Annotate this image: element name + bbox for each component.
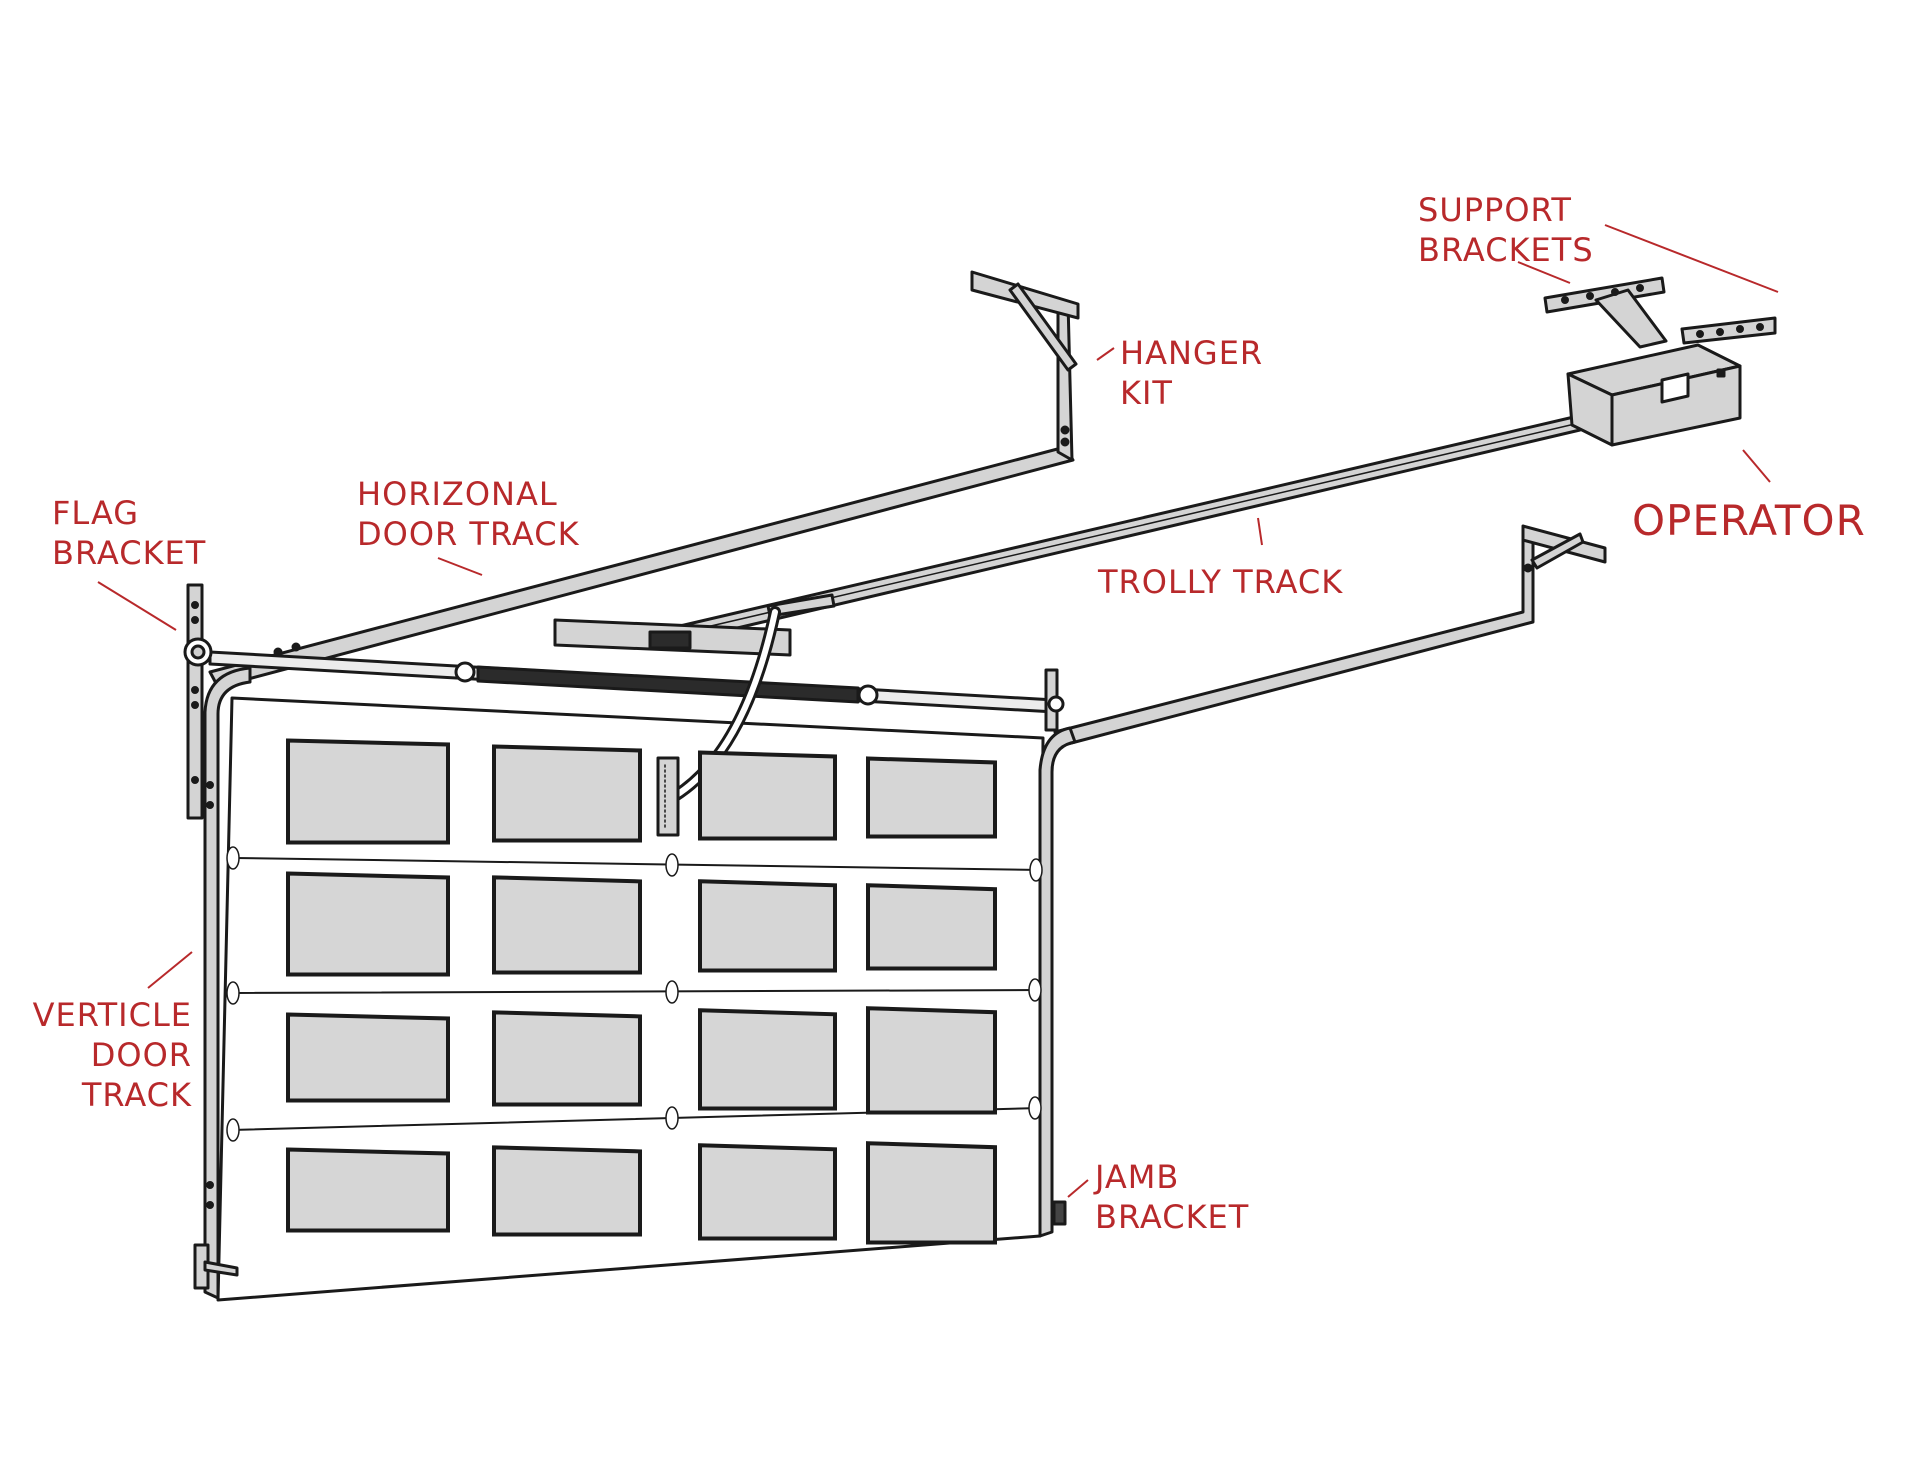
door-window-pane xyxy=(698,1008,837,1111)
door-window-pane xyxy=(698,750,837,841)
label-jamb-bracket: JAMB BRACKET xyxy=(1095,1157,1249,1237)
door-hinge xyxy=(1029,858,1043,882)
leader-horizontal-track xyxy=(437,557,483,576)
door-hinge xyxy=(226,1118,240,1142)
torsion-shaft xyxy=(208,650,1057,714)
label-vertical-door-track: VERTICLE DOOR TRACK xyxy=(33,995,192,1115)
label-horizontal-track-line1: HORIZONAL xyxy=(357,475,558,513)
door-window-pane xyxy=(866,1141,997,1245)
label-flag-bracket-line1: FLAG xyxy=(52,494,140,532)
label-horizontal-track-line2: DOOR TRACK xyxy=(357,515,580,553)
right-vertical-track xyxy=(1038,726,1077,1238)
door-window-pane xyxy=(492,744,642,843)
label-flag-bracket: FLAG BRACKET xyxy=(52,493,206,573)
door-window-pane xyxy=(492,1010,642,1107)
door-window-pane xyxy=(286,1012,450,1103)
flag-bracket-part xyxy=(183,583,213,820)
label-hanger-kit-line2: KIT xyxy=(1120,374,1173,412)
door-window-pane xyxy=(698,879,837,973)
door-window-pane xyxy=(698,1143,837,1241)
label-operator-text: OPERATOR xyxy=(1632,496,1866,545)
label-hanger-kit-line1: HANGER xyxy=(1120,334,1264,372)
door-hinge xyxy=(665,1106,679,1130)
operator-unit xyxy=(1566,343,1742,447)
door-arm-bracket xyxy=(656,756,680,837)
label-support-brackets-line2: BRACKETS xyxy=(1418,231,1594,269)
label-jamb-bracket-line2: BRACKET xyxy=(1095,1198,1250,1236)
door-hinges xyxy=(226,846,1043,1142)
support-brackets-part xyxy=(1543,276,1777,349)
right-flag-bracket xyxy=(1044,668,1065,732)
label-horizontal-door-track: HORIZONAL DOOR TRACK xyxy=(357,474,580,554)
left-vertical-track xyxy=(193,666,252,1300)
right-horizontal-track xyxy=(1053,524,1607,748)
door-window-pane xyxy=(492,1145,642,1237)
label-trolley-track: TROLLY TRACK xyxy=(1098,562,1343,602)
label-vertical-track-line1: VERTICLE xyxy=(32,996,192,1034)
label-vertical-track-line2: DOOR xyxy=(90,1036,192,1074)
label-vertical-track-line3: TRACK xyxy=(81,1076,192,1114)
label-jamb-bracket-line1: JAMB xyxy=(1095,1158,1180,1196)
door-window-pane xyxy=(866,883,997,971)
leader-jamb-bracket xyxy=(1067,1179,1089,1198)
door-hinge xyxy=(226,846,240,870)
door-window-pane xyxy=(866,756,997,839)
door-window-pane xyxy=(286,871,450,977)
leader-operator xyxy=(1742,449,1771,483)
door-window-pane xyxy=(866,1006,997,1115)
leader-support-brackets-a xyxy=(1517,261,1571,284)
door-hinge xyxy=(1028,1096,1042,1120)
label-operator: OPERATOR xyxy=(1632,496,1866,546)
door-window-pane xyxy=(286,1147,450,1233)
leader-lines xyxy=(97,224,1779,1198)
label-support-brackets-line1: SUPPORT xyxy=(1418,191,1572,229)
door-hinge xyxy=(1028,978,1042,1002)
leader-flag-bracket xyxy=(97,581,177,631)
leader-hanger-kit xyxy=(1096,347,1115,361)
label-hanger-kit: HANGER KIT xyxy=(1120,333,1263,413)
door-window-pane xyxy=(492,875,642,975)
label-trolley-track-text: TROLLY TRACK xyxy=(1098,563,1344,601)
door-windows xyxy=(286,738,997,1245)
door-hinge xyxy=(665,980,679,1004)
label-support-brackets: SUPPORT BRACKETS xyxy=(1418,190,1594,270)
leader-support-brackets-b xyxy=(1604,224,1779,293)
door-window-pane xyxy=(286,738,450,845)
door-hinge xyxy=(226,981,240,1005)
door-hinge xyxy=(665,853,679,877)
leader-trolley-track xyxy=(1257,517,1263,546)
label-flag-bracket-line2: BRACKET xyxy=(52,534,207,572)
leader-vertical-track xyxy=(147,951,193,989)
